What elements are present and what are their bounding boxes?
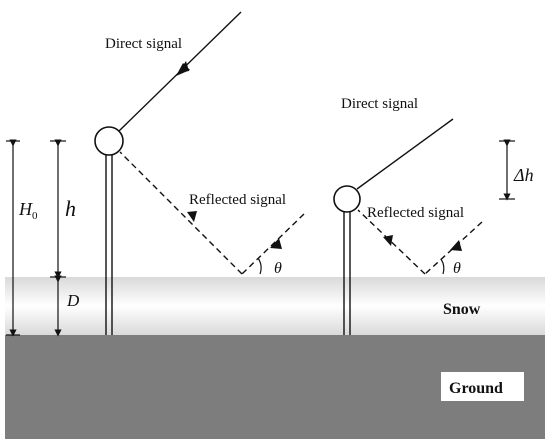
snow-layer	[5, 277, 545, 335]
h-label: h	[65, 196, 76, 221]
direct-signal-left-label: Direct signal	[105, 36, 182, 52]
H0-dimension	[6, 139, 20, 337]
right-reflected-signal	[357, 209, 483, 275]
left-reflected-signal	[119, 151, 305, 275]
ground-label: Ground	[449, 380, 503, 397]
delta-h-label: Δh	[513, 165, 534, 185]
left-direct-signal	[118, 11, 242, 132]
delta-h-dimension	[499, 139, 515, 201]
H0-subscript: 0	[32, 210, 38, 222]
reflected-signal-right-label: Reflected signal	[367, 205, 464, 221]
reflected-signal-left-label: Reflected signal	[189, 192, 286, 208]
h-dimension	[50, 139, 66, 279]
snow-label: Snow	[443, 301, 481, 318]
theta-left-label: θ	[274, 260, 282, 277]
theta-right-label: θ	[453, 260, 461, 277]
right-direct-signal	[356, 118, 454, 190]
H0-label: H0	[18, 199, 38, 222]
D-label: D	[66, 291, 80, 310]
right-antenna-head	[333, 185, 361, 213]
ground-label-box	[441, 372, 524, 401]
left-antenna	[94, 126, 124, 335]
left-antenna-head	[94, 126, 124, 156]
right-antenna	[333, 185, 361, 335]
direct-signal-right-label: Direct signal	[341, 96, 418, 112]
